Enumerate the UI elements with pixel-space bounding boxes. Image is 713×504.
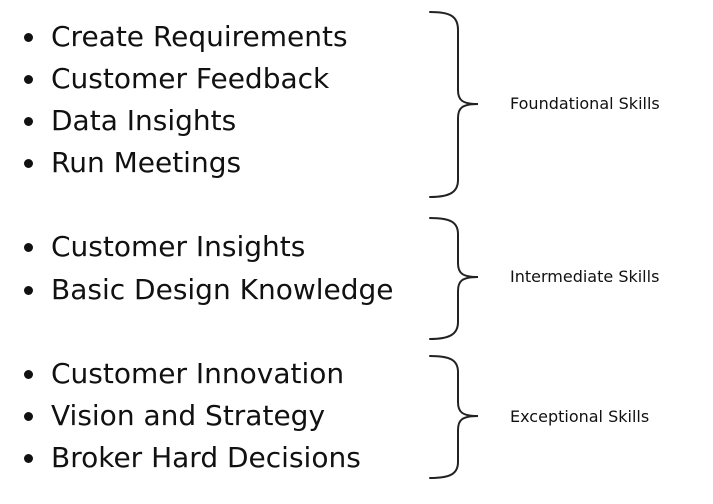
skill-item-label: Run Meetings <box>51 146 242 179</box>
bullet-icon <box>24 453 33 463</box>
bullet-icon <box>24 116 33 126</box>
skill-item-label: Customer Innovation <box>51 357 345 390</box>
skill-item-label: Basic Design Knowledge <box>51 273 394 306</box>
curly-brace-exceptional <box>429 355 479 479</box>
group-label-foundational: Foundational Skills <box>510 94 660 113</box>
list-item: Vision and Strategy <box>20 396 325 436</box>
bullet-icon <box>24 411 33 421</box>
list-item: Customer Feedback <box>20 59 329 99</box>
group-label-exceptional: Exceptional Skills <box>510 407 650 426</box>
list-item: Customer Insights <box>20 227 305 267</box>
skill-item-label: Create Requirements <box>51 20 348 53</box>
bullet-icon <box>24 242 33 252</box>
skill-item-label: Data Insights <box>51 104 237 137</box>
list-item: Create Requirements <box>20 17 348 57</box>
bullet-icon <box>24 158 33 168</box>
bullet-icon <box>24 369 33 379</box>
group-label-intermediate: Intermediate Skills <box>510 267 660 286</box>
list-item: Data Insights <box>20 101 236 141</box>
list-item: Broker Hard Decisions <box>20 438 361 478</box>
skill-item-label: Broker Hard Decisions <box>51 441 361 474</box>
curly-brace-intermediate <box>429 217 479 340</box>
skill-item-label: Vision and Strategy <box>51 399 326 432</box>
bullet-icon <box>24 32 33 42</box>
list-item: Basic Design Knowledge <box>20 270 394 310</box>
list-item: Run Meetings <box>20 143 241 183</box>
curly-brace-foundational <box>429 11 479 198</box>
skill-item-label: Customer Insights <box>51 230 306 263</box>
bullet-icon <box>24 74 33 84</box>
skill-item-label: Customer Feedback <box>51 62 330 95</box>
bullet-icon <box>24 285 33 295</box>
list-item: Customer Innovation <box>20 354 344 394</box>
